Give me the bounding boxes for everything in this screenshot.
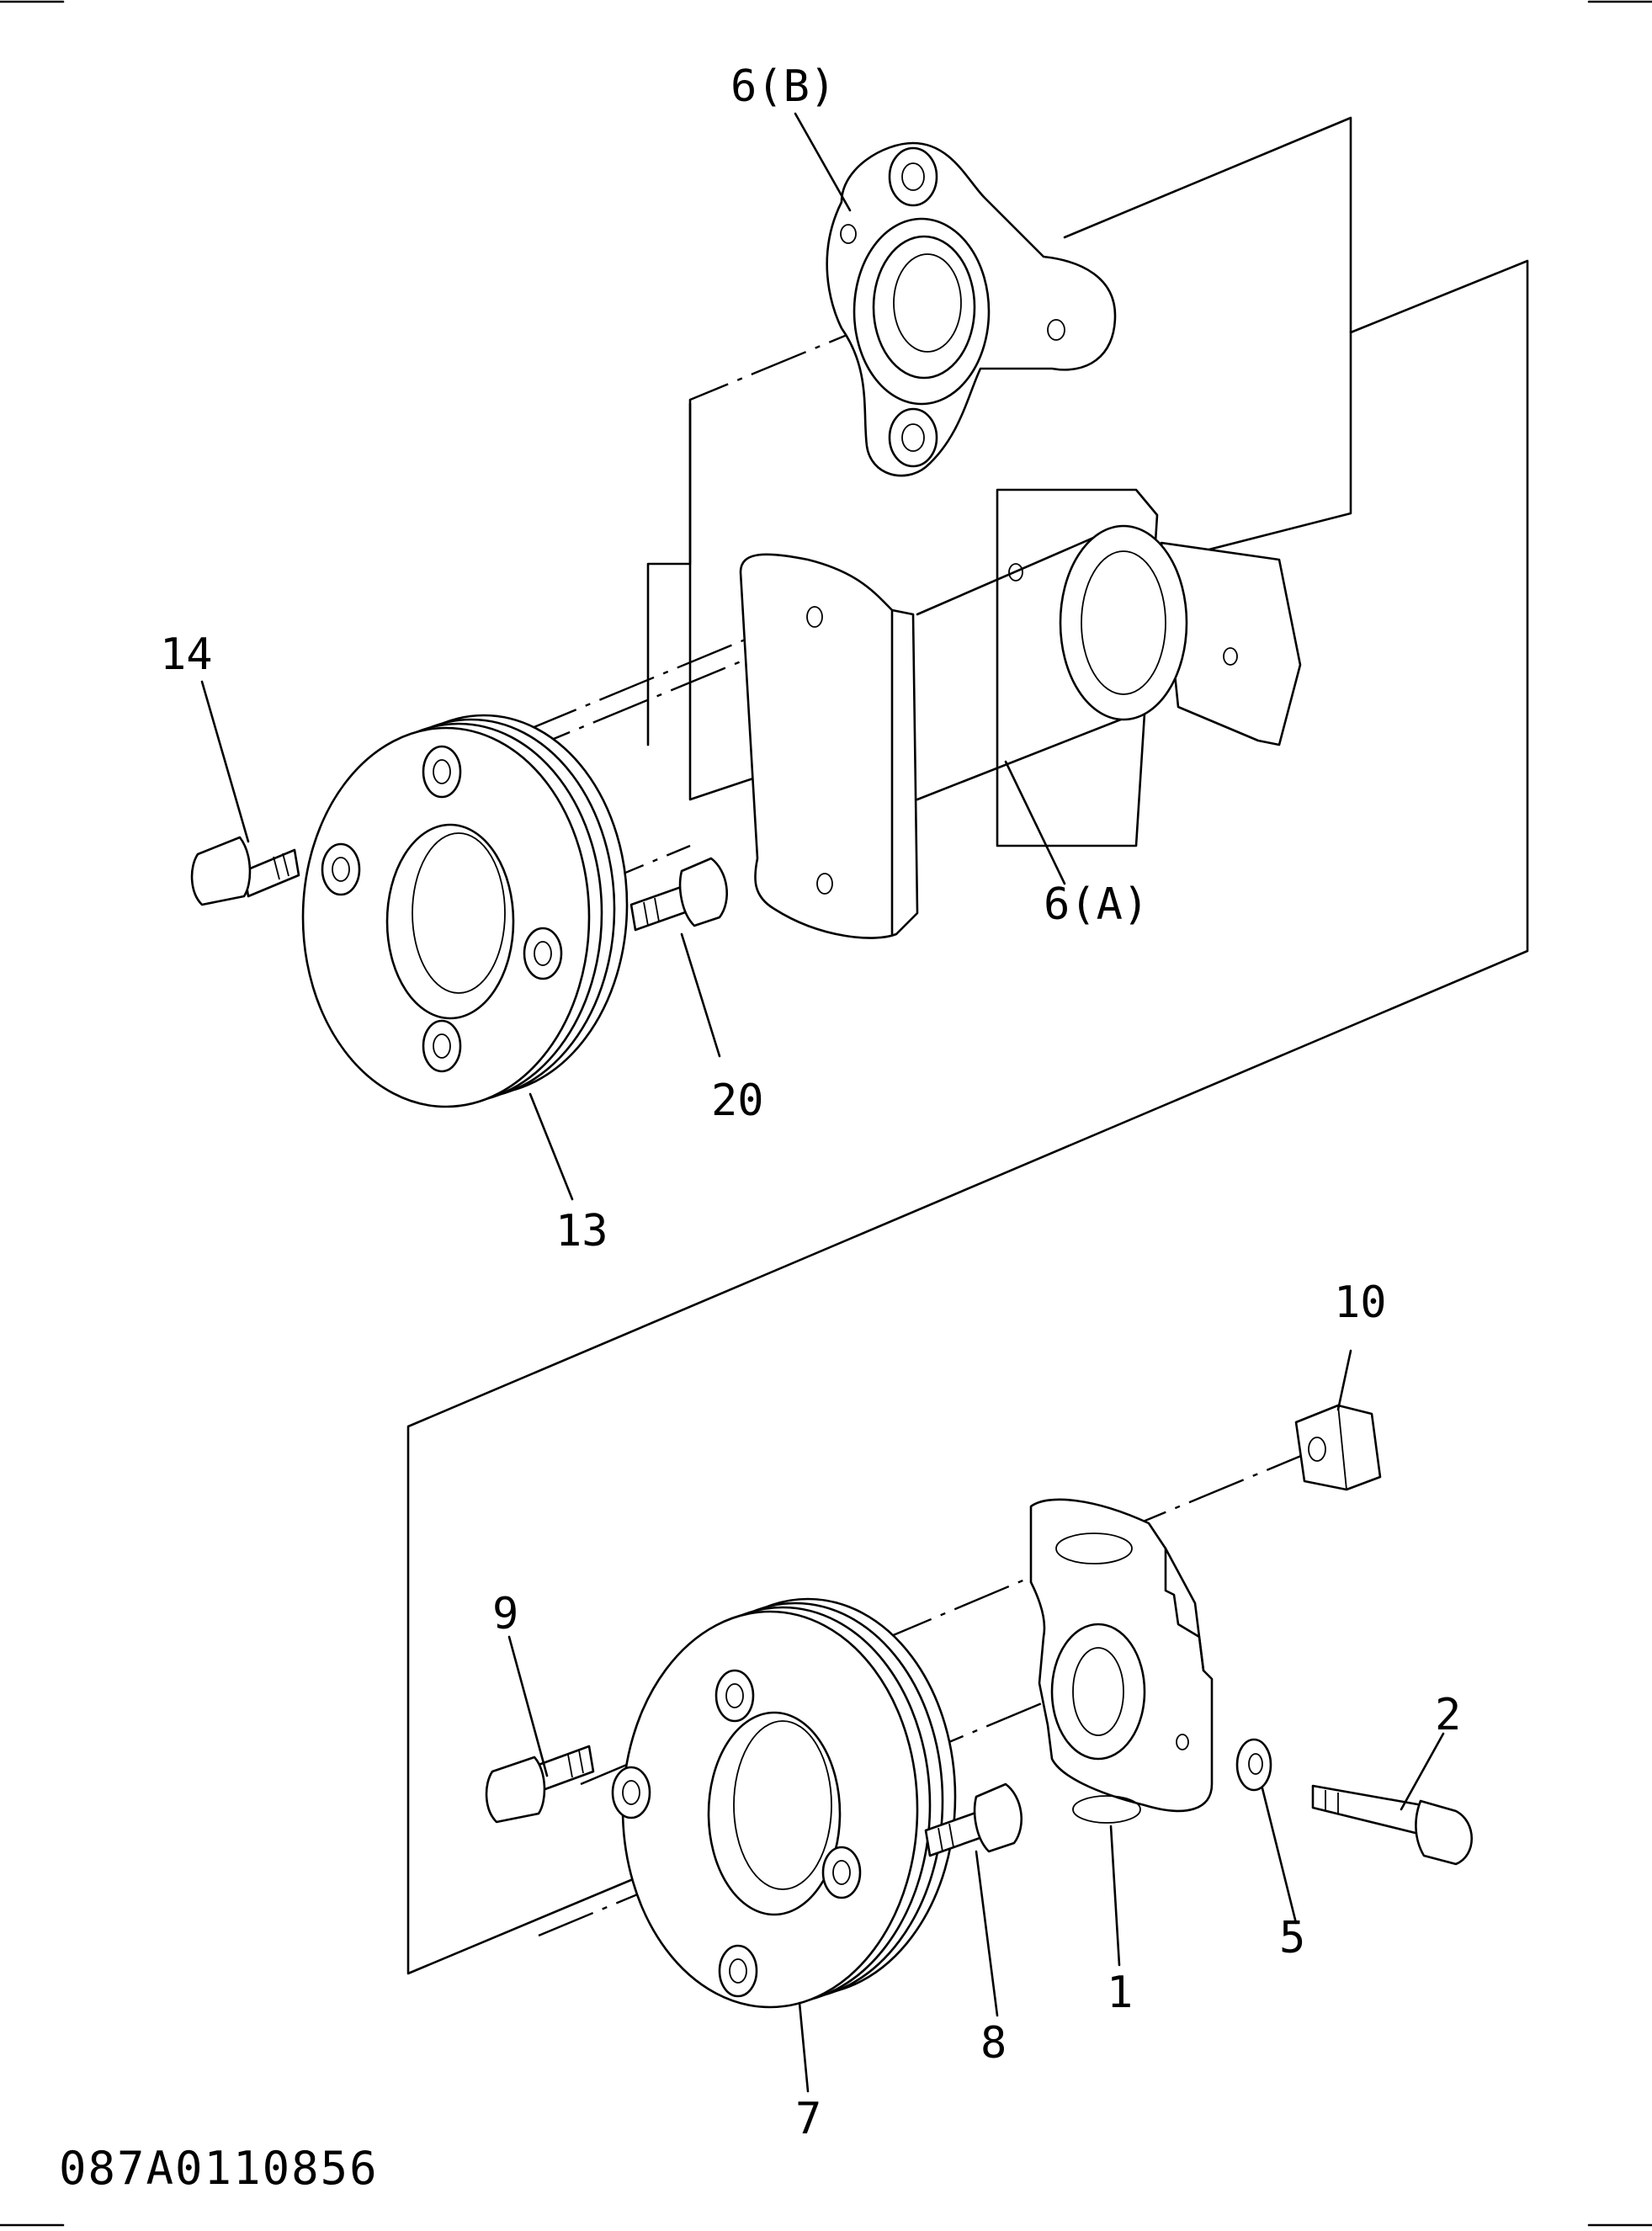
callout-10: 10: [1334, 1278, 1387, 1328]
part-6a-shaft: [739, 488, 1302, 939]
callout-20: 20: [711, 1076, 764, 1126]
part-2-bolt: [1311, 1784, 1474, 1866]
part-14-bolt: [190, 836, 300, 906]
part-5-washer: [1235, 1738, 1272, 1792]
document-number: 087A0110856: [59, 2142, 379, 2195]
callout-8: 8: [980, 2018, 1007, 2069]
callout-6b: 6(B): [730, 61, 836, 112]
callout-1: 1: [1107, 1968, 1133, 2018]
callout-14: 14: [160, 629, 213, 680]
callout-13: 13: [555, 1206, 608, 1256]
part-9-bolt: [485, 1745, 595, 1824]
callout-2: 2: [1435, 1690, 1461, 1740]
callout-labels: 6(B) 6(A) 14 13 20 10 9 2 5 1 8 7: [160, 61, 1461, 2144]
part-13-coupling-disc: [301, 714, 629, 1108]
leader-lines: [200, 112, 1445, 2093]
callout-5: 5: [1279, 1913, 1305, 1963]
callout-7: 7: [795, 2094, 821, 2144]
callout-6a: 6(A): [1044, 879, 1149, 930]
part-20-bolt: [629, 857, 729, 932]
part-8-bolt: [924, 1782, 1023, 1857]
callout-9: 9: [492, 1589, 518, 1639]
part-10-nut: [1294, 1404, 1382, 1491]
part-6b-flange-bearing: [826, 141, 1117, 477]
part-7-coupling-disc: [611, 1597, 957, 2009]
part-1-clamp-bracket: [1029, 1498, 1214, 1824]
